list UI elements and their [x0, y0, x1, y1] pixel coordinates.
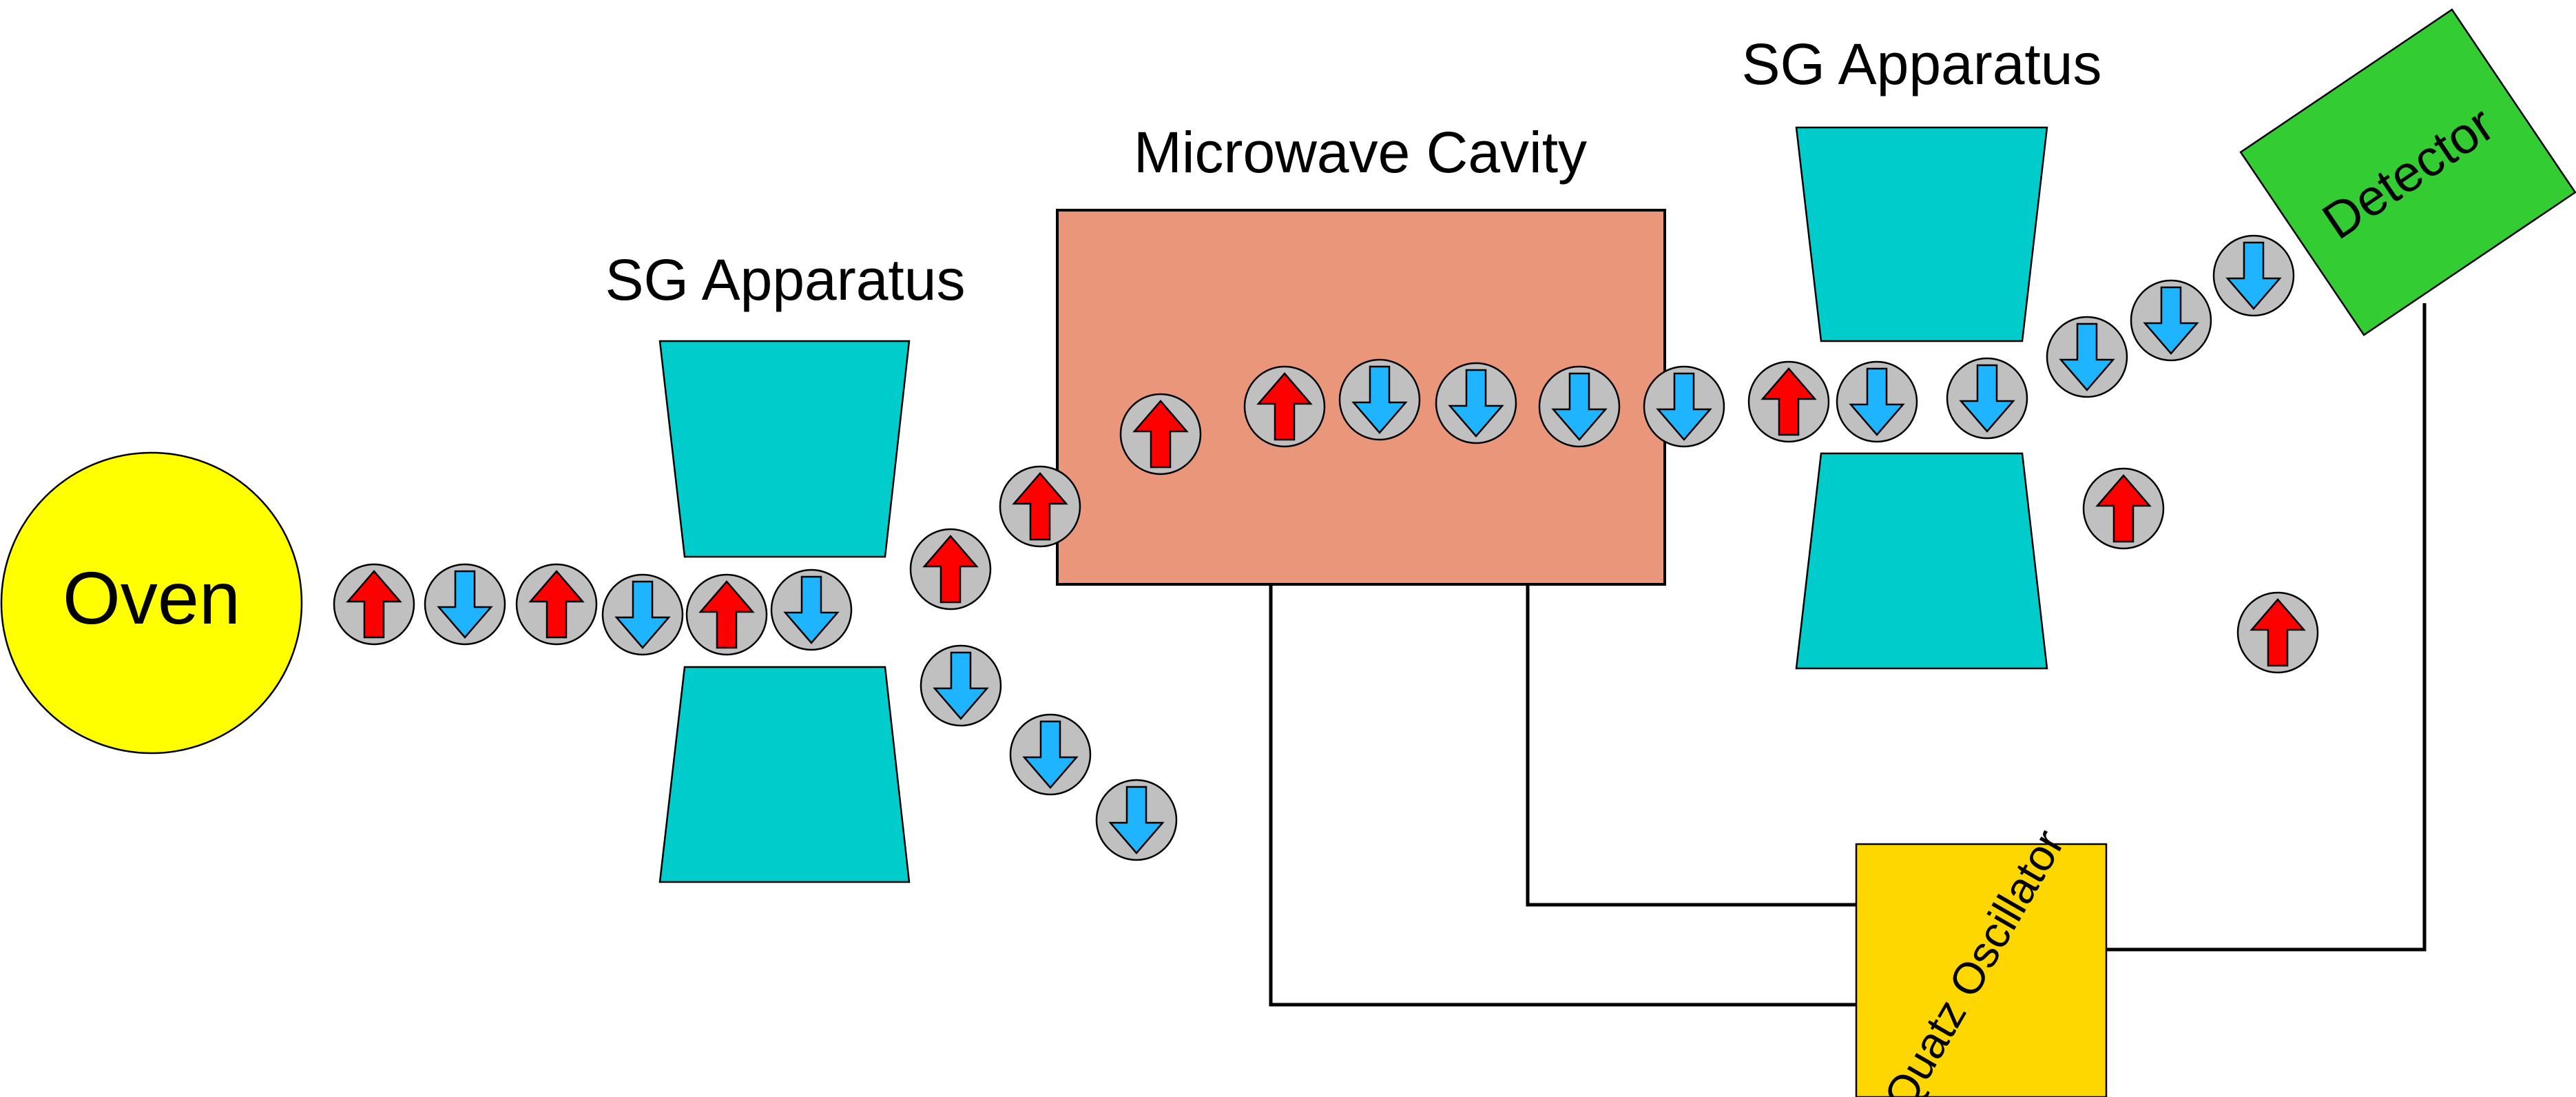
spin-up-arrow-icon — [1760, 367, 1817, 436]
sg1-upper-magnet — [658, 340, 911, 558]
atom-spin-down — [424, 563, 506, 646]
oven: Oven — [0, 451, 303, 755]
sg-apparatus-2: SG Apparatus — [1742, 32, 2102, 670]
spin-down-arrow-icon — [1849, 367, 1905, 436]
microwave-cavity: Microwave Cavity — [1056, 120, 1666, 586]
detector: Detector — [2239, 8, 2576, 336]
wire-cavity-to-oscillator-outer — [1269, 584, 1856, 1007]
spin-up-arrow-icon — [1132, 400, 1189, 469]
sg2-upper-magnet — [1795, 126, 2048, 342]
sg1-label: SG Apparatus — [605, 247, 966, 312]
atom-spin-down — [1095, 779, 1178, 861]
wire-cavity-to-oscillator-inner — [1526, 584, 1856, 907]
sg2-label: SG Apparatus — [1742, 32, 2102, 96]
spin-up-arrow-icon — [1256, 372, 1313, 441]
atom-spin-down — [920, 644, 1002, 727]
quartz-oscillator: Quatz Oscillator — [1855, 821, 2108, 1097]
spin-up-arrow-icon — [922, 535, 979, 604]
spin-down-arrow-icon — [1448, 369, 1504, 438]
atom-spin-down — [1009, 713, 1092, 796]
spin-down-arrow-icon — [1959, 364, 2015, 433]
atom-beam — [333, 234, 2319, 861]
oscillator-box — [1855, 843, 2108, 1097]
cavity-label: Microwave Cavity — [1134, 120, 1587, 185]
atom-spin-up — [2236, 591, 2319, 674]
spin-down-arrow-icon — [1551, 372, 1608, 441]
atom-spin-up — [685, 573, 768, 656]
atom-spin-down — [2130, 279, 2212, 362]
atom-spin-up — [909, 528, 992, 611]
spin-down-arrow-icon — [1351, 365, 1408, 434]
atom-spin-down — [1435, 362, 1517, 444]
atom-spin-down — [1836, 360, 1918, 443]
atom-spin-up — [999, 465, 1081, 548]
atom-spin-up — [2082, 467, 2165, 550]
atom-spin-up — [1243, 365, 1326, 448]
spin-down-arrow-icon — [1108, 786, 1165, 854]
spin-down-arrow-icon — [2059, 322, 2115, 391]
sg2-lower-magnet — [1795, 452, 2048, 670]
spin-down-arrow-icon — [437, 570, 493, 639]
atom-spin-up — [1747, 360, 1830, 443]
spin-up-arrow-icon — [346, 570, 402, 639]
atom-spin-down — [2212, 234, 2295, 317]
oven-label: Oven — [63, 556, 240, 639]
spin-up-arrow-icon — [698, 580, 755, 649]
spin-up-arrow-icon — [2095, 474, 2152, 543]
atom-spin-down — [1946, 357, 2028, 440]
detector-box — [2239, 8, 2576, 336]
spin-down-arrow-icon — [1022, 720, 1079, 789]
spin-down-arrow-icon — [2143, 286, 2199, 355]
spin-down-arrow-icon — [2225, 241, 2282, 310]
atom-spin-up — [1119, 393, 1202, 475]
sg1-lower-magnet — [658, 666, 911, 883]
atom-spin-down — [1538, 365, 1621, 448]
spin-up-arrow-icon — [1012, 472, 1068, 541]
wire-oscillator-to-detector — [2106, 303, 2427, 952]
oven-circle — [0, 451, 303, 755]
atom-spin-down — [1643, 365, 1725, 448]
spin-down-arrow-icon — [933, 651, 989, 720]
spin-down-arrow-icon — [783, 575, 840, 644]
sg-apparatus-1: SG Apparatus — [605, 247, 966, 883]
atom-spin-down — [1338, 358, 1421, 441]
spin-down-arrow-icon — [614, 580, 671, 649]
spin-up-arrow-icon — [528, 570, 585, 639]
atom-spin-down — [770, 568, 853, 651]
spin-down-arrow-icon — [1656, 372, 1712, 441]
atom-spin-up — [333, 563, 415, 646]
atom-spin-down — [2046, 316, 2128, 398]
atom-spin-up — [515, 563, 598, 646]
spin-up-arrow-icon — [2250, 598, 2306, 667]
atom-spin-down — [601, 573, 684, 656]
wires — [1269, 303, 2427, 1007]
